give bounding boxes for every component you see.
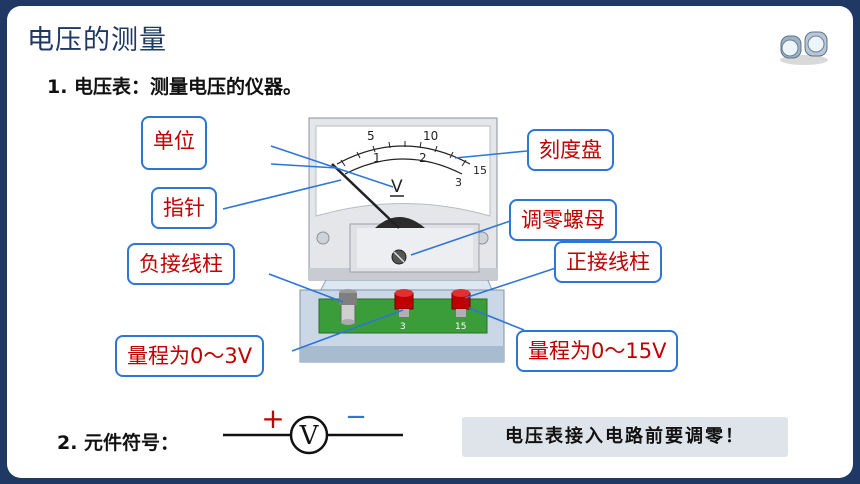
callout-unit: 单位	[141, 116, 207, 170]
point-2-text: 2. 元件符号：	[57, 432, 180, 454]
upper-scale-5: 5	[367, 129, 375, 143]
slide: 电压的测量 1. 电压表：测量电压的仪器。 2. 元件符号：	[7, 6, 853, 478]
point-1-text: 1. 电压表：测量电压的仪器。	[47, 76, 303, 98]
lower-scale-3: 3	[455, 176, 462, 189]
callout-zero-adjust: 调零螺母	[509, 199, 617, 241]
lower-scale-2: 2	[419, 151, 427, 165]
meter-unit-symbol: V	[391, 177, 403, 197]
upper-scale-15: 15	[473, 164, 487, 177]
callout-range-3v: 量程为0～3V	[115, 335, 265, 377]
needle	[331, 163, 400, 229]
callout-dial: 刻度盘	[527, 129, 614, 171]
voltmeter-illustration: 5 10 15 1 2 3 V 3 15	[222, 31, 828, 455]
upper-scale-10: 10	[423, 129, 438, 143]
callout-negative-terminal: 负接线柱	[127, 243, 235, 285]
binoculars-icon	[780, 31, 828, 65]
negative-terminal-post	[339, 289, 357, 325]
terminal-label-15: 15	[455, 322, 466, 332]
lower-scale-1: 1	[373, 151, 381, 165]
voltmeter-symbol: V + −	[223, 402, 403, 455]
positive-terminal-15	[451, 289, 471, 317]
dial-face	[315, 125, 491, 217]
zero-adjust-note: 电压表接入电路前要调零！	[462, 417, 788, 457]
symbol-plus: +	[261, 402, 284, 435]
page-title: 电压的测量	[27, 25, 167, 56]
symbol-letter: V	[299, 421, 320, 451]
terminal-label-3: 3	[400, 322, 406, 332]
callout-pointer: 指针	[151, 187, 217, 229]
symbol-minus: −	[345, 402, 367, 432]
callout-range-15v: 量程为0～15V	[516, 330, 679, 372]
positive-terminal-3	[394, 289, 414, 317]
callout-positive-terminal: 正接线柱	[554, 241, 662, 283]
